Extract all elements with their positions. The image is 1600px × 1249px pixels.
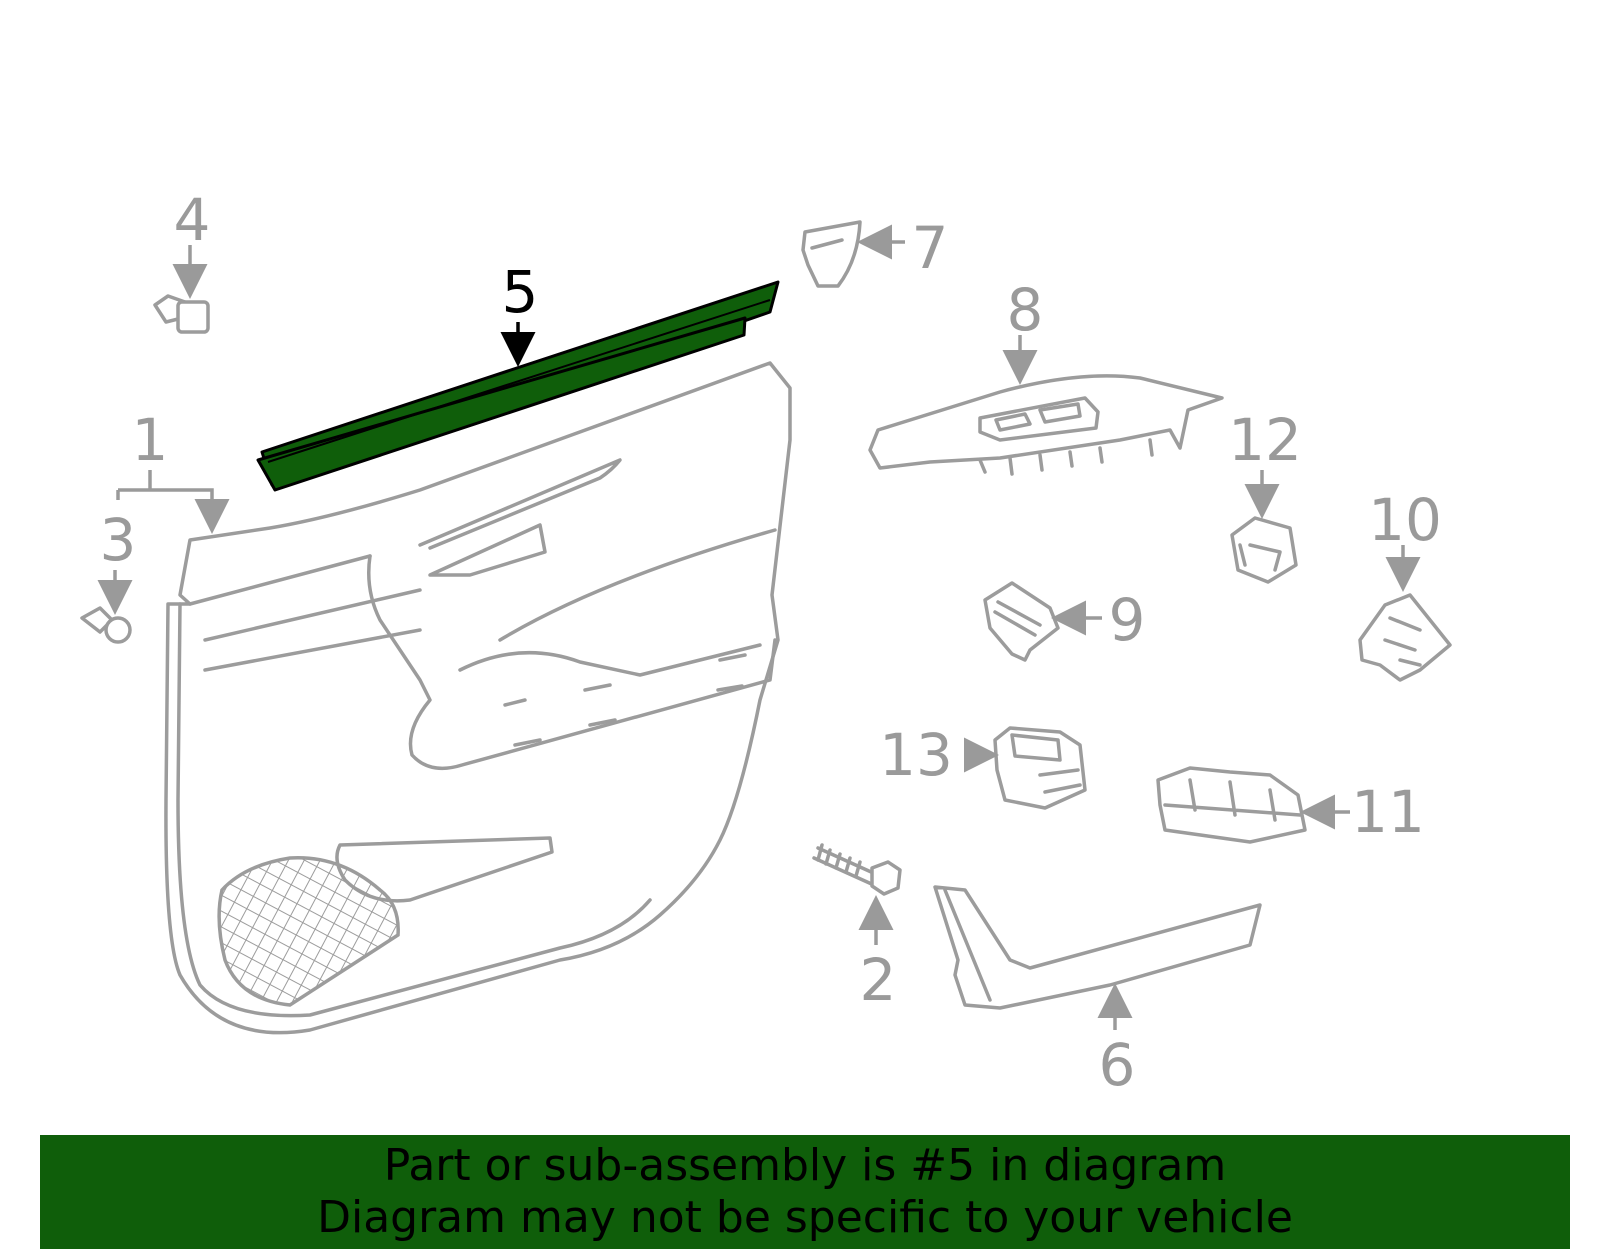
clip-part-4: [153, 294, 210, 334]
callout-9: 9: [1109, 586, 1146, 654]
callout-7: 7: [912, 214, 949, 282]
leader-lines: [97, 224, 1421, 1030]
callout-4: 4: [174, 186, 211, 254]
switch-part-10: [1358, 593, 1452, 682]
belt-molding-highlighted: [256, 280, 780, 492]
switch-panel-part-8: [868, 374, 1224, 476]
callout-8: 8: [1007, 276, 1044, 344]
banner-line-2: Diagram may not be specific to your vehi…: [317, 1192, 1293, 1243]
callout-2: 2: [860, 946, 897, 1014]
screw-part-2: [812, 843, 902, 896]
push-clip-part-3: [80, 606, 132, 644]
callout-10: 10: [1368, 486, 1442, 554]
callout-6: 6: [1099, 1031, 1136, 1099]
callout-12: 12: [1228, 406, 1302, 474]
callout-labels: 1 2 3 4 5 6 7 8 9 10 11 12 13: [100, 186, 1442, 1099]
switch-part-11: [1156, 766, 1307, 844]
info-banner: Part or sub-assembly is #5 in diagram Di…: [40, 1135, 1570, 1249]
callout-5: 5: [502, 258, 539, 326]
switch-part-12: [1230, 516, 1298, 584]
bracket-part-7: [801, 220, 862, 288]
callout-13: 13: [879, 721, 953, 789]
switch-part-9: [983, 581, 1060, 662]
door-trim-panel: [164, 361, 792, 1035]
callout-1: 1: [132, 406, 169, 474]
callout-3: 3: [100, 506, 137, 574]
garnish-part-6: [933, 885, 1262, 1010]
switch-part-13: [993, 726, 1087, 810]
parts-diagram: 1 2 3 4 5 6 7 8 9 10 11 12 13: [80, 186, 1452, 1099]
banner-line-1: Part or sub-assembly is #5 in diagram: [383, 1140, 1227, 1191]
callout-11: 11: [1351, 778, 1425, 846]
